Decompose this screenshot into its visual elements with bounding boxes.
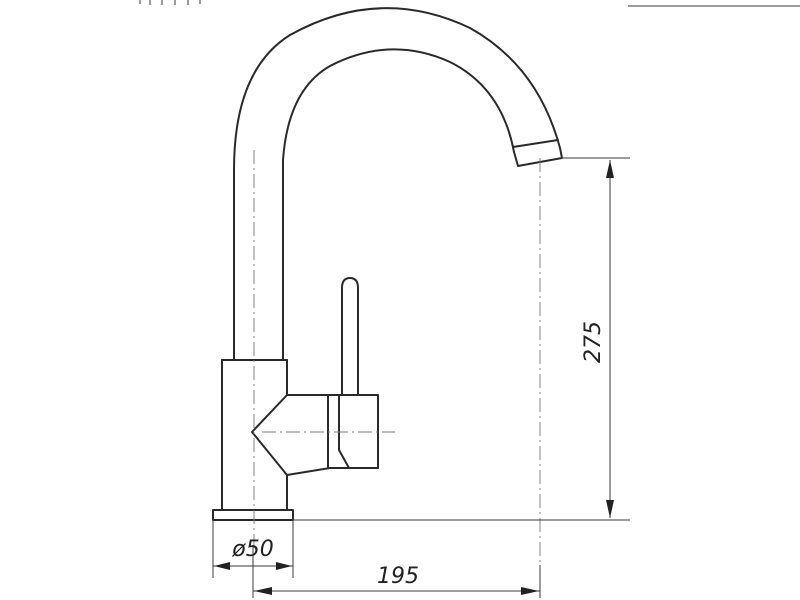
diameter-dimension-label: ø50 xyxy=(231,537,273,562)
diameter-dimension: ø50 xyxy=(213,537,293,570)
reach-dimension: 195 xyxy=(253,564,540,595)
faucet-body xyxy=(221,359,288,511)
corner-marks xyxy=(139,0,800,7)
diameter-arrow-left xyxy=(214,562,230,570)
height-dimension-label: 275 xyxy=(581,321,606,363)
spout-inner-curve xyxy=(282,48,515,361)
height-arrow-bottom xyxy=(606,500,614,518)
height-dimension: 275 xyxy=(581,160,614,518)
height-arrow-top xyxy=(606,160,614,178)
spout-tip xyxy=(513,147,563,167)
reach-arrow-right xyxy=(521,587,539,595)
reach-dimension-label: 195 xyxy=(377,564,419,589)
lever-handle xyxy=(341,277,359,396)
lever-housing xyxy=(286,394,379,476)
centerlines xyxy=(253,150,541,565)
diameter-arrow-right xyxy=(276,562,292,570)
housing-groove xyxy=(338,394,350,469)
base-flange xyxy=(212,509,294,521)
cropped-title-marks xyxy=(139,0,201,5)
spout-tip-line xyxy=(512,139,559,148)
spout-outer-curve xyxy=(233,7,561,361)
faucet-outline xyxy=(212,7,563,521)
reach-arrow-left xyxy=(254,587,272,595)
extension-lines xyxy=(212,157,630,598)
